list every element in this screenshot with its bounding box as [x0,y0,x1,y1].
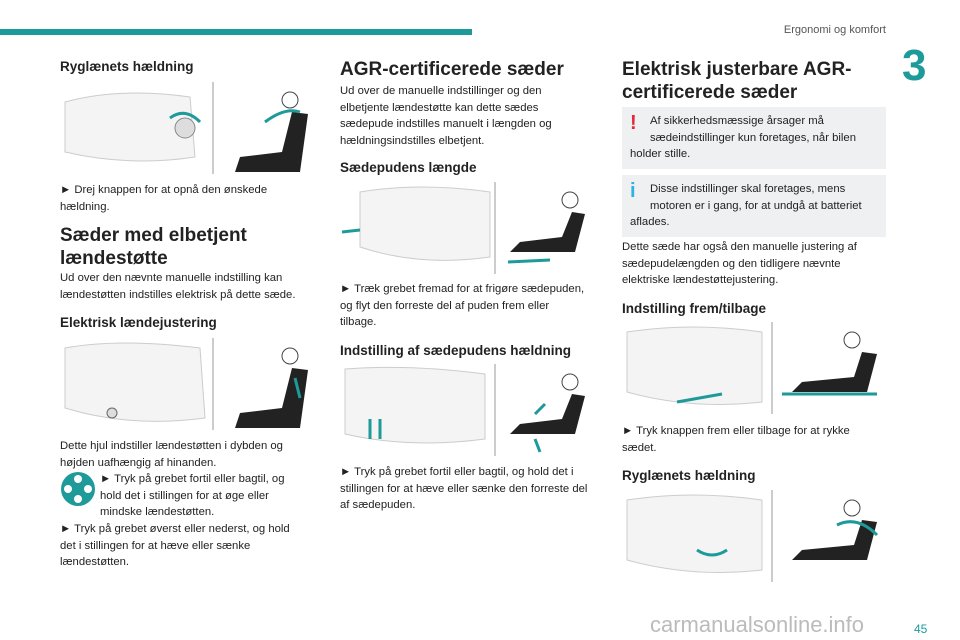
heading-backrest-tilt: Ryglænets hældning [60,59,194,74]
text-press-top-bottom: ► Tryk på grebet øverst eller nederst, o… [60,523,290,568]
fore-aft-illustration [626,322,877,414]
text-press-front-back: ► Tryk på grebet fortil eller bagtil, og… [100,473,285,518]
heading-agr-seats: AGR-certificerede sæder [340,59,564,80]
heading-electric-agr: Elektrisk justerbare AGR-certificerede s… [622,59,852,103]
heading-cushion-tilt: Indstilling af sædepudens hældning [340,343,572,358]
cushion-tilt-illustration [344,364,585,456]
page-number: 45 [914,622,928,636]
lumbar-illustration [64,338,308,430]
info-icon: i [630,180,636,202]
heading-lumbar-seats: Sæder med elbetjent lændestøtte [60,225,247,269]
text-electric-intro: Dette sæde har også den manuelle justeri… [622,241,857,286]
info-text: Disse indstillinger skal foretages, mens… [630,183,862,228]
text-agr-intro: Ud over de manuelle indstillinger og den… [340,85,552,147]
warning-text: Af sikkerhedsmæssige årsager må sædeinds… [630,115,856,160]
section-title: Ergonomi og komfort [783,24,886,36]
watermark: carmanualsonline.info [650,612,865,637]
warning-note: !Af sikkerhedsmæssige årsager må sædeind… [622,107,886,169]
heading-electric-lumbar: Elektrisk lændejustering [60,315,217,330]
text-wheel-description: Dette hjul indstiller lændestøtten i dyb… [60,440,283,469]
chapter-number: 3 [902,41,927,90]
lumbar-press-instruction: ► Tryk på grebet fortil eller bagtil, og… [60,471,305,521]
heading-cushion-length: Sædepudens længde [340,160,477,175]
backrest-tilt-illustration [626,490,879,582]
text-lumbar-intro: Ud over den nævnte manuelle indstilling … [60,272,296,301]
cushion-length-illustration [341,182,585,274]
text-cushion-length: ► Træk grebet fremad for at frigøre sæde… [340,283,585,328]
backrest-knob-illustration [64,82,308,174]
text-fore-aft: ► Tryk knappen frem eller tilbage for at… [622,425,850,454]
heading-fore-aft: Indstilling frem/tilbage [622,301,767,316]
text-cushion-tilt: ► Tryk på grebet fortil eller bagtil, og… [340,466,588,511]
heading-backrest-tilt-2: Ryglænets hældning [622,468,756,483]
lumbar-wheel-icon [61,472,95,506]
warning-icon: ! [630,112,637,134]
text-backrest-instruction: ► Drej knappen for at opnå den ønskede h… [60,184,268,213]
header-bar [0,29,472,35]
